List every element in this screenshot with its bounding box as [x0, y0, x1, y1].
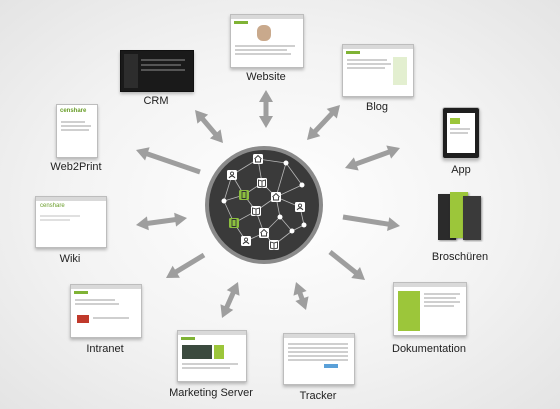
- arrow-broschueren: [342, 214, 400, 232]
- node-label: Website: [246, 71, 286, 83]
- node-label: CRM: [143, 95, 169, 107]
- node-label: Tracker: [299, 390, 337, 402]
- node-label: Web2Print: [50, 161, 102, 173]
- tracker-thumbnail: [283, 333, 355, 385]
- arrow-crm: [195, 110, 223, 143]
- intranet-thumbnail: [70, 284, 142, 338]
- user-icon: [227, 170, 237, 180]
- wiki-logo: censhare: [40, 203, 65, 209]
- node-label: Dokumentation: [392, 343, 466, 355]
- home-icon: [271, 192, 281, 202]
- crm-thumbnail: [120, 50, 194, 92]
- node-label: Intranet: [86, 343, 124, 355]
- hub-link: [285, 162, 303, 186]
- central-hub: [205, 146, 323, 264]
- arrow-intranet: [166, 252, 206, 278]
- phone-icon: [229, 218, 239, 228]
- wiki-thumbnail: censhare: [35, 196, 107, 248]
- hub-node-dot: [283, 160, 289, 166]
- website-thumbnail: [230, 14, 304, 68]
- node-label: Marketing Server: [169, 387, 253, 399]
- node-label: Broschüren: [431, 251, 489, 263]
- user-icon: [241, 236, 251, 246]
- arrow-blog: [307, 105, 340, 140]
- book-icon: [251, 206, 261, 216]
- hub-link: [279, 216, 293, 232]
- hub-node-dot: [221, 198, 227, 204]
- hub-node-dot: [289, 228, 295, 234]
- node-label: Blog: [365, 101, 389, 113]
- hub-node-dot: [277, 214, 283, 220]
- web2print-thumbnail: censhare: [56, 104, 98, 158]
- book-icon: [257, 178, 267, 188]
- phone-icon: [239, 190, 249, 200]
- book-icon: [269, 240, 279, 250]
- hub-link: [275, 162, 287, 198]
- home-icon: [253, 154, 263, 164]
- app-thumbnail: [442, 107, 480, 159]
- arrow-marketing-server: [220, 282, 240, 318]
- web2print-logo: censhare: [60, 108, 87, 114]
- hub-node-dot: [301, 222, 307, 228]
- broschueren-thumbnail: [436, 192, 484, 242]
- home-icon: [259, 228, 269, 238]
- marketing-server-thumbnail: [177, 330, 247, 382]
- dokumentation-thumbnail: [393, 282, 467, 336]
- node-label: App: [451, 164, 471, 176]
- hub-node-dot: [299, 182, 305, 188]
- arrow-tracker: [293, 282, 309, 310]
- arrow-wiki: [136, 212, 187, 231]
- blog-thumbnail: [342, 44, 414, 97]
- arrow-app: [345, 145, 400, 171]
- arrow-dokumentation: [328, 250, 365, 280]
- user-icon: [295, 202, 305, 212]
- node-label: Wiki: [59, 253, 81, 265]
- arrow-web2print: [136, 147, 201, 175]
- arrow-website: [259, 90, 273, 128]
